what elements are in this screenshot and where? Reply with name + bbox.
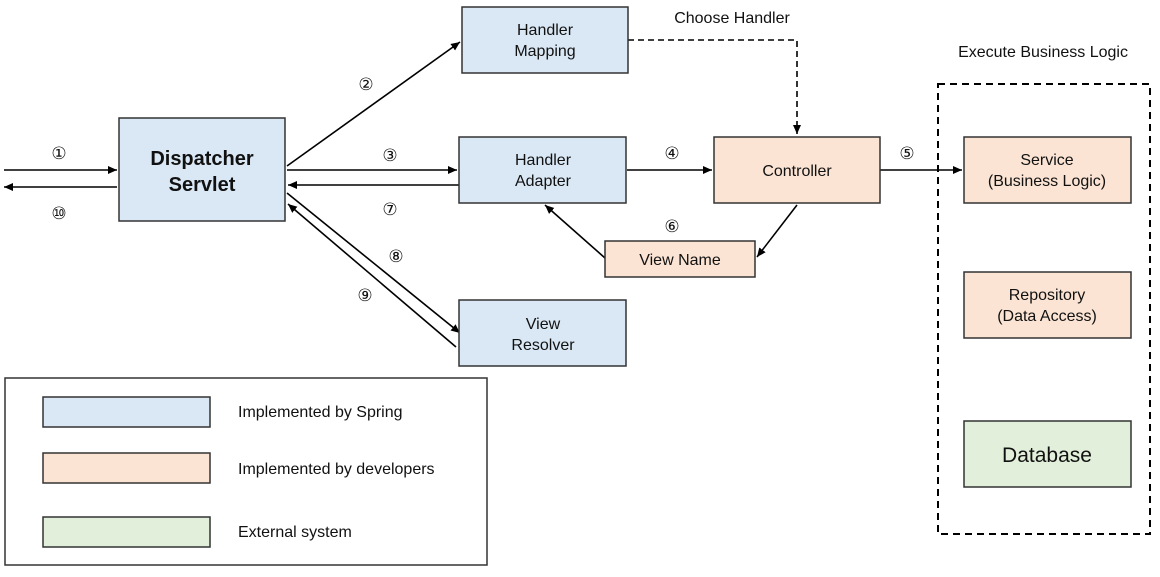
legend: Implemented by Spring Implemented by dev… xyxy=(4,377,488,566)
controller-node: Controller xyxy=(713,136,881,204)
view-name-label: View Name xyxy=(639,252,721,269)
step-2-label: ② xyxy=(358,75,373,95)
step-8-label: ⑧ xyxy=(388,247,403,267)
arrow-step-8 xyxy=(286,192,461,334)
step-6-label: ⑥ xyxy=(664,217,679,237)
business-logic-container xyxy=(937,83,1151,535)
service-line1: Service xyxy=(1020,152,1073,169)
view-resolver-node: View Resolver xyxy=(458,299,627,367)
view-name-node: View Name xyxy=(604,240,756,278)
step-5-label: ⑤ xyxy=(899,144,914,164)
arrow-choose-handler-dashed xyxy=(628,39,801,134)
handler-mapping-line1: Handler xyxy=(517,22,574,39)
view-resolver-line2: Resolver xyxy=(511,337,575,354)
dispatcher-servlet-line1: Dispatcher xyxy=(150,148,254,170)
choose-handler-caption: Choose Handler xyxy=(674,10,790,27)
step-1-label: ① xyxy=(51,144,66,164)
arrow-step-2 xyxy=(286,41,461,167)
database-label: Database xyxy=(1002,444,1092,467)
legend-swatch-external xyxy=(42,516,211,548)
service-node: Service (Business Logic) xyxy=(963,136,1132,204)
connectors xyxy=(4,39,962,348)
legend-label-spring: Implemented by Spring xyxy=(238,404,403,421)
view-resolver-line1: View xyxy=(526,316,561,333)
handler-adapter-line2: Adapter xyxy=(515,173,572,190)
database-node: Database xyxy=(963,420,1132,488)
handler-mapping-node: Handler Mapping xyxy=(461,6,629,74)
step-7-label: ⑦ xyxy=(382,200,397,220)
step-3-label: ③ xyxy=(382,146,397,166)
legend-label-developers: Implemented by developers xyxy=(238,461,435,478)
repository-line2: (Data Access) xyxy=(997,308,1097,325)
step-10-label: ⑩ xyxy=(51,204,66,224)
handler-adapter-node: Handler Adapter xyxy=(458,136,627,204)
execute-business-logic-caption: Execute Business Logic xyxy=(958,44,1128,61)
handler-adapter-line1: Handler xyxy=(515,152,572,169)
repository-line1: Repository xyxy=(1009,287,1085,304)
controller-label: Controller xyxy=(762,163,832,180)
legend-label-external: External system xyxy=(238,524,352,541)
step-9-label: ⑨ xyxy=(357,286,372,306)
legend-swatch-spring xyxy=(42,396,211,428)
repository-node: Repository (Data Access) xyxy=(963,271,1132,339)
step-4-label: ④ xyxy=(664,144,679,164)
arrow-step-6 xyxy=(544,204,606,259)
dispatcher-servlet-node: Dispatcher Servlet xyxy=(118,117,286,222)
arrow-controller-to-view-name xyxy=(756,204,798,258)
handler-mapping-line2: Mapping xyxy=(514,43,575,60)
legend-swatch-developers xyxy=(42,452,211,484)
dispatcher-servlet-line2: Servlet xyxy=(169,174,236,196)
arrow-step-9 xyxy=(287,203,457,348)
service-line2: (Business Logic) xyxy=(988,173,1106,190)
